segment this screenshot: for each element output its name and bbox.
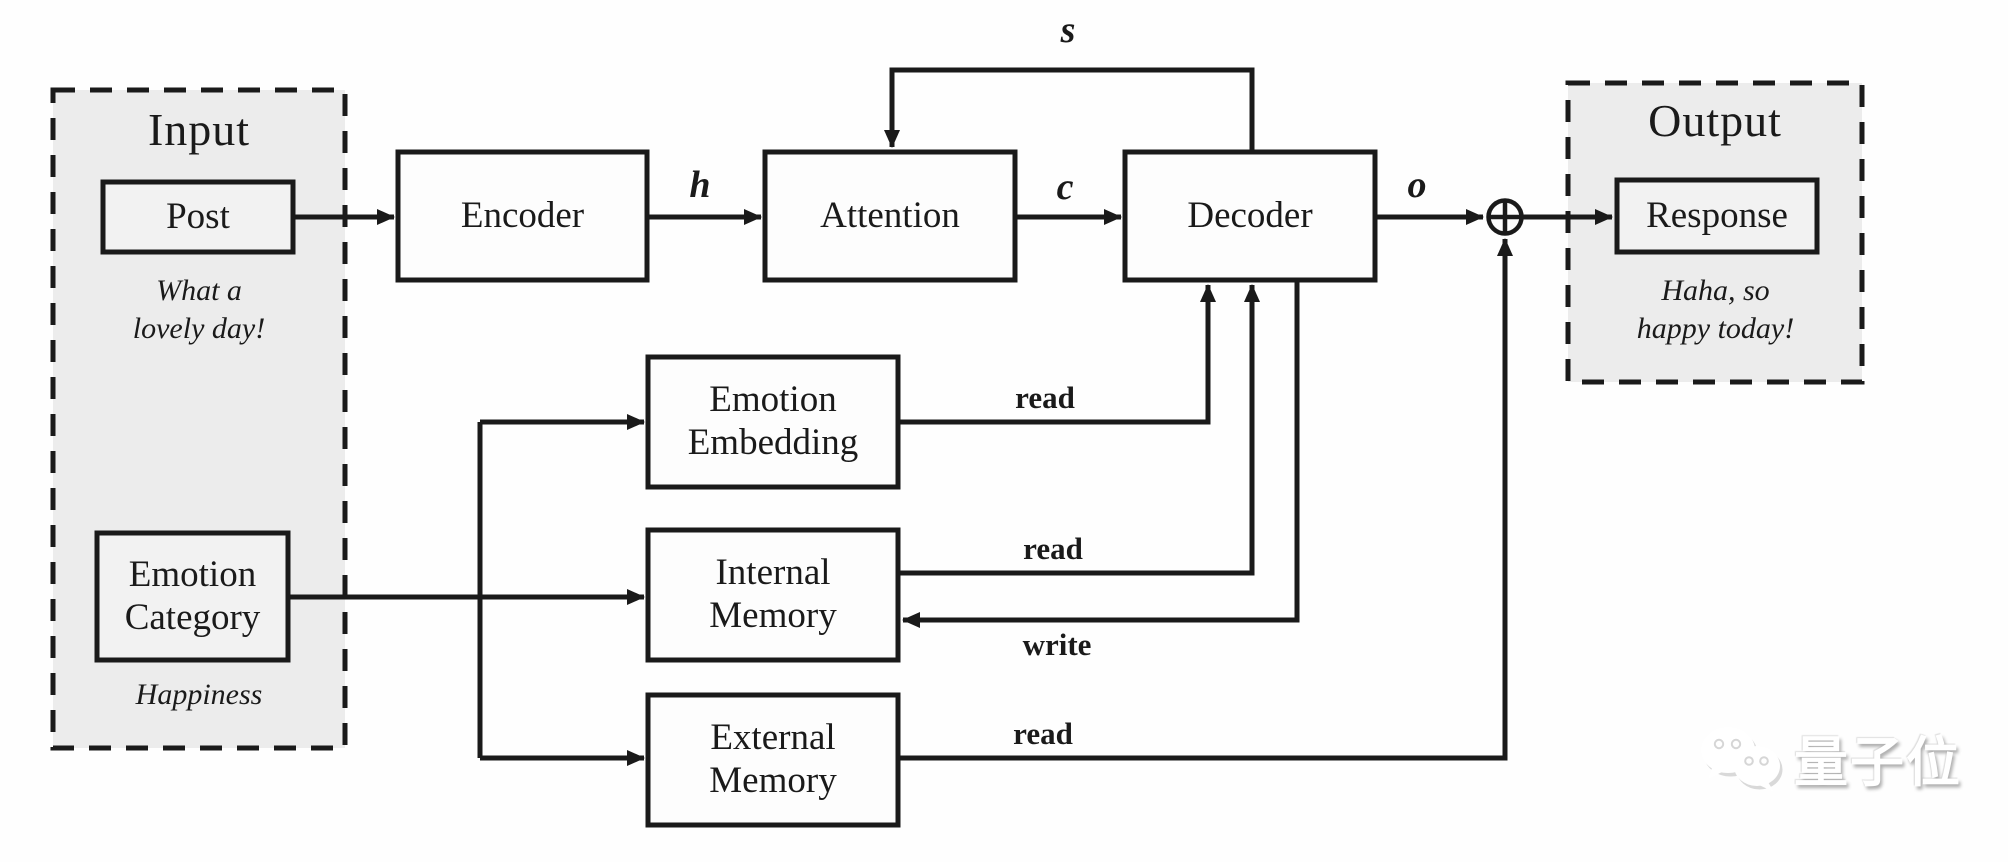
decoder-box xyxy=(1122,149,1378,283)
external-memory-box xyxy=(645,692,901,828)
decoder-label: Decoder xyxy=(1187,194,1313,236)
internal-memory-box xyxy=(645,527,901,663)
decoder-state-feedback-arrow xyxy=(884,67,1255,152)
emotion-embedding-label: Emotion Embedding xyxy=(687,379,859,463)
attention-label: Attention xyxy=(820,194,960,236)
emotion-category-box xyxy=(94,530,291,663)
internal-memory-read-arrow xyxy=(898,284,1260,576)
post-label: Post xyxy=(166,195,230,237)
response-example-line2: happy today! xyxy=(1636,311,1795,345)
external-memory-label: External Memory xyxy=(709,717,837,801)
output-panel-title: Output xyxy=(1648,95,1782,146)
wechat-icon xyxy=(1701,726,1783,792)
emotion-category-label: Emotion Category xyxy=(124,553,261,638)
response-box xyxy=(1614,177,1820,255)
post-box xyxy=(100,179,296,255)
internal-read-label: read xyxy=(1023,531,1083,566)
embedding-read-label: read xyxy=(1015,380,1075,415)
internal-write-label: write xyxy=(1022,627,1092,662)
internal-memory-label: Internal Memory xyxy=(709,552,837,636)
internal-memory-write-arrow xyxy=(902,280,1300,628)
signal-s-label: s xyxy=(1060,9,1076,51)
external-read-label: read xyxy=(1013,716,1073,751)
post-example-line1: What a xyxy=(156,274,242,307)
signal-o-label: o xyxy=(1407,164,1427,206)
post-example-line2: lovely day! xyxy=(132,311,266,345)
signal-h-label: h xyxy=(689,164,711,206)
watermark: 量子位 xyxy=(1698,718,1962,797)
input-panel-title: Input xyxy=(147,104,251,155)
encoder-label: Encoder xyxy=(460,194,585,236)
embedding-read-arrow xyxy=(898,284,1216,425)
circled-plus-icon xyxy=(1486,198,1524,236)
signal-c-label: c xyxy=(1056,166,1074,208)
emotion-example: Happiness xyxy=(135,678,263,711)
post-example: What a lovely day! xyxy=(79,272,319,348)
encoder-box xyxy=(395,149,650,283)
external-memory-read-arrow xyxy=(898,238,1513,761)
response-example-line1: Haha, so xyxy=(1661,274,1770,307)
watermark-text: 量子位 xyxy=(1794,731,1962,794)
attention-box xyxy=(762,149,1018,283)
response-example: Haha, so happy today! xyxy=(1593,272,1838,348)
response-label: Response xyxy=(1646,194,1788,236)
